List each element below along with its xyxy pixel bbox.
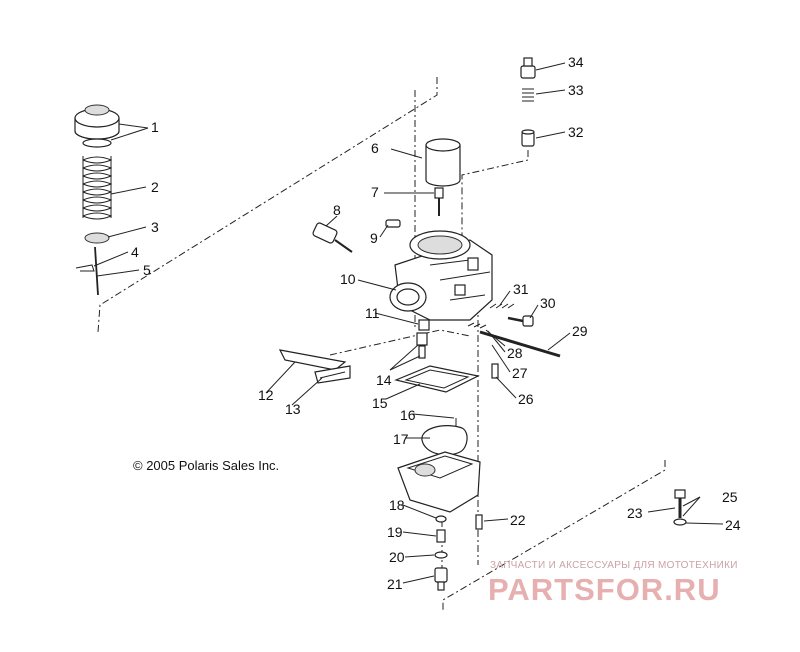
screw-22-part [475,514,483,530]
callout-8: 8 [333,202,341,218]
callout-32: 32 [568,124,584,140]
callout-labels: 1 2 3 4 5 6 7 8 9 10 11 12 13 14 15 16 1… [131,54,741,592]
screw-7-part [434,187,444,216]
watermark-brand: PARTSFOR.RU [488,572,721,607]
plate-13-part [314,365,351,384]
right-group-outline [442,460,666,610]
callout-20: 20 [389,549,405,565]
callout-29: 29 [572,323,588,339]
jet-stack-part [434,515,448,591]
callout-3: 3 [151,219,159,235]
spring-part [82,156,113,220]
callout-18: 18 [389,497,405,513]
idle-screw-part [489,303,534,327]
retainer-part [84,232,110,244]
callout-7: 7 [371,184,379,200]
callout-15: 15 [372,395,388,411]
callout-11: 11 [365,305,380,321]
callout-30: 30 [540,295,556,311]
callout-1: 1 [151,119,159,135]
part-26 [491,363,499,379]
callout-19: 19 [387,524,403,540]
callout-14: 14 [376,372,392,388]
callout-21: 21 [387,576,403,592]
callout-27: 27 [512,365,528,381]
callout-24: 24 [725,517,741,533]
callout-16: 16 [400,407,416,423]
left-group-outline [97,77,438,333]
callout-6: 6 [371,140,379,156]
callout-13: 13 [285,401,301,417]
callout-34: 34 [568,54,584,70]
bowl-gasket-part [394,365,480,393]
float-bowl-part [397,451,481,513]
callout-23: 23 [627,505,643,521]
leader-gasket [329,329,471,356]
watermark-subtitle: ЗАПЧАСТИ И АКСЕССУАРЫ ДЛЯ МОТОТЕХНИКИ [490,560,738,571]
callout-17: 17 [393,431,409,447]
slide-part [425,138,461,187]
callout-31: 31 [513,281,529,297]
callout-33: 33 [568,82,584,98]
adjuster-part [520,57,536,147]
callout-9: 9 [370,230,378,246]
callout-25: 25 [722,489,738,505]
callout-10: 10 [340,271,356,287]
leader-lines [93,62,724,584]
drain-screw-part [673,489,687,526]
cap-part [74,104,120,148]
cable-fitting-part [312,222,353,253]
callout-12: 12 [258,387,274,403]
fitting-14-part [416,332,428,359]
callout-2: 2 [151,179,159,195]
part-11 [418,319,430,331]
callout-4: 4 [131,244,139,260]
callout-28: 28 [507,345,523,361]
copyright-text: © 2005 Polaris Sales Inc. [133,458,280,473]
float-part [421,425,468,456]
callout-22: 22 [510,512,526,528]
needle-part [75,246,99,296]
pin-part [385,219,401,228]
centerline-top [461,150,529,260]
callout-5: 5 [143,262,151,278]
callout-26: 26 [518,391,534,407]
carburetor-body [389,230,493,321]
